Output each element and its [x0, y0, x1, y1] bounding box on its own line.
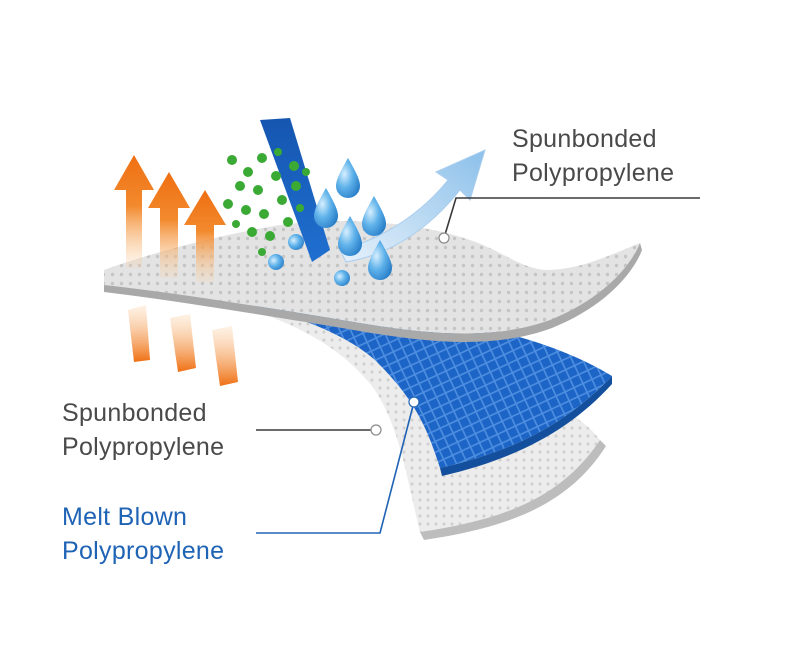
bottom-layer-label-line2: Polypropylene: [62, 537, 225, 565]
water-droplet-icon: [268, 158, 392, 286]
bottom-spunbond-layer: [118, 282, 606, 540]
top-spunbond-layer: [104, 221, 642, 342]
middle-layer-label-line1: Spunbonded: [62, 399, 207, 427]
top-layer-label: Spunbonded Polypropylene: [512, 122, 674, 190]
bottom-layer-label: Melt Blown Polypropylene: [62, 500, 224, 568]
middle-layer-label: Spunbonded Polypropylene: [62, 396, 224, 464]
top-layer-label-line2: Polypropylene: [512, 159, 675, 187]
middle-label-leader: [256, 424, 382, 436]
particle-icon: [223, 148, 310, 256]
middle-layer-label-line2: Polypropylene: [62, 433, 225, 461]
bottom-label-leader: [256, 396, 420, 534]
heat-arrow-icon: [114, 155, 238, 386]
top-layer-label-line1: Spunbonded: [512, 125, 657, 153]
bottom-layer-label-line1: Melt Blown: [62, 503, 188, 531]
top-label-leader: [438, 197, 700, 244]
